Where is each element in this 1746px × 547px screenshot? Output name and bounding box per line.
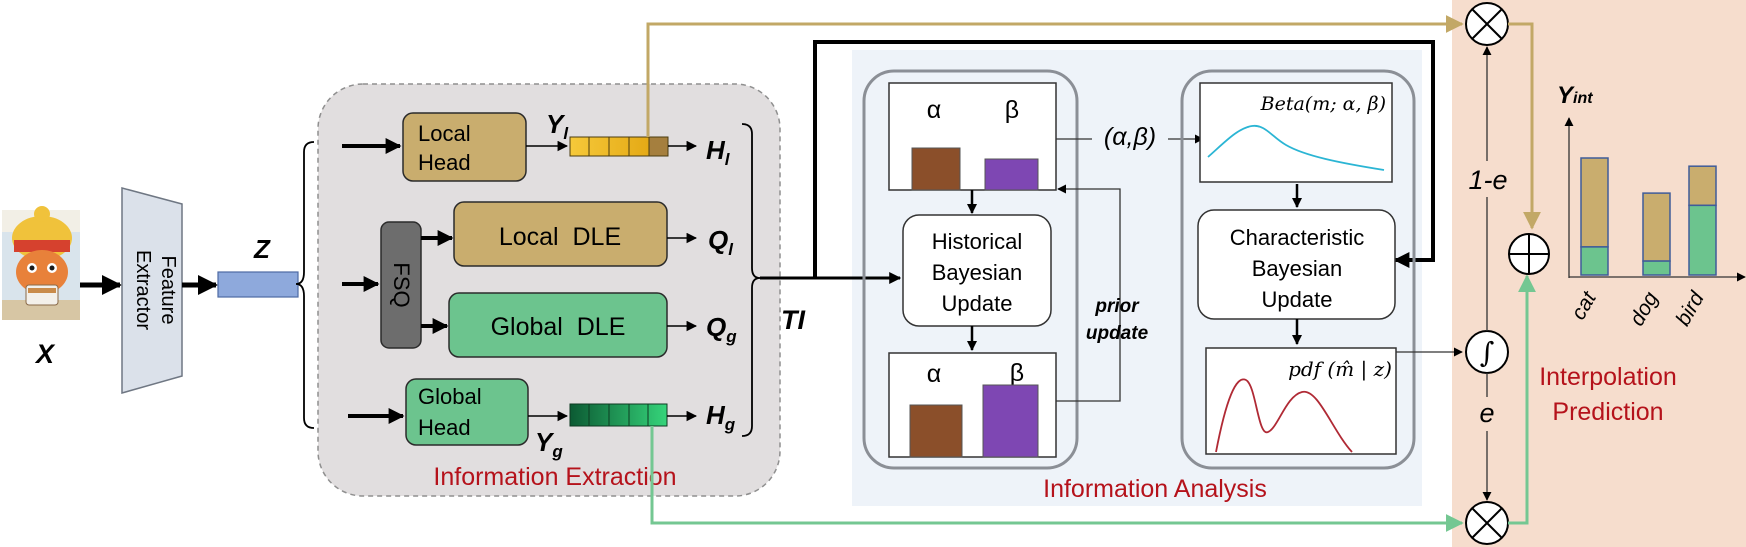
e-label: e [1479,398,1494,428]
multiply-top-node [1465,2,1509,46]
global-head-label-2: Head [418,415,471,440]
alpha-top-label: α [927,96,941,124]
fsq-block [380,221,422,349]
yl-vector [569,136,669,157]
alpha-bottom-label: α [927,360,941,388]
local-head-label-2: Head [418,150,471,175]
pdf-label: pdf (m̂ | z) [1288,357,1392,382]
prior-update-label-1: prior [1094,296,1140,317]
latent-label: Z [253,234,271,264]
latent-vector [217,271,299,298]
extraction-title: Information Extraction [433,463,676,491]
local-head-block [402,112,527,182]
yint-label: Yint [1557,82,1593,109]
arrow-ti-characteristic-loop [813,40,1435,278]
bar-dog-tan [1642,192,1671,262]
pdf-box [1205,347,1397,455]
local-head-label-1: Local [418,121,471,146]
characteristic-group [1180,69,1416,470]
interpolation-title-1: Interpolation [1539,363,1677,391]
global-head-label-1: Global [418,384,482,409]
yg-to-multiply-line [650,426,1464,532]
historical-label-2: Bayesian [932,260,1023,285]
yl-to-multiply-line [646,15,1464,137]
prior-update-label-2: update [1086,323,1149,344]
beta-dist-label: Beta(m; α, β) [1260,93,1386,115]
global-head-block [405,378,529,446]
interpolation-title-2: Prediction [1552,398,1663,426]
analysis-title: Information Analysis [1043,475,1267,503]
fsq-label: FSQ [389,262,414,307]
multiply-bottom-node [1465,501,1509,545]
historical-label-1: Historical [932,229,1022,254]
alpha-bottom-bar [909,404,963,458]
beta-curve [1207,125,1385,171]
qg-label: Qg [706,312,737,346]
add-node [1508,233,1550,275]
bar-bird-tan [1688,165,1717,207]
yg-label: Yg [535,427,563,461]
pdf-curve [1215,378,1353,453]
global-dle-block [448,292,668,358]
historical-update-block [902,214,1052,327]
yg-vector [569,403,668,427]
alpha-beta-label-bg [1092,120,1168,154]
historical-label-3: Update [942,291,1013,316]
ql-label: Ql [708,225,734,259]
one-minus-e-bg [1460,161,1516,197]
integral-symbol: ∫ [1480,336,1495,369]
yl-label: Yl [546,109,569,143]
local-dle-label: Local DLE [499,223,621,251]
top-product-to-adder [1508,22,1541,230]
bar-cat-green [1580,246,1609,276]
feature-extractor-label-2: Extractor [132,250,154,330]
beta-top-bar [984,158,1039,191]
bar-cat-tan [1580,157,1609,248]
beta-bottom-bar [982,384,1039,458]
hl-label: Hl [706,135,731,169]
beta-bottom-label: β [1010,359,1024,387]
ti-label: TI [781,305,805,335]
input-image [2,206,80,320]
bar-bird-green [1688,204,1717,276]
characteristic-label-2: Bayesian [1252,256,1343,281]
global-dle-label: Global DLE [491,313,626,341]
e-label-bg [1474,397,1502,431]
output-bars [1580,157,1717,276]
hg-label: Hg [706,400,736,434]
beta-top-label: β [1005,96,1019,124]
split-brace [295,141,315,429]
alpha-beta-label: (α,β) [1104,123,1156,151]
alpha-top-bar [911,147,961,191]
integral-node: ∫ [1465,330,1509,374]
prior-update-loop [1056,184,1121,402]
input-label: X [34,339,56,369]
feature-extractor-label-1: Feature [157,256,179,325]
characteristic-label-3: Update [1262,287,1333,312]
local-dle-block [453,201,668,267]
historical-group [862,69,1079,470]
feature-extractor-block [121,187,183,394]
one-minus-e-label: 1-e [1468,165,1507,195]
characteristic-label-1: Characteristic [1230,225,1364,250]
bar-dog-green [1642,260,1671,276]
bottom-product-to-adder [1508,274,1536,525]
